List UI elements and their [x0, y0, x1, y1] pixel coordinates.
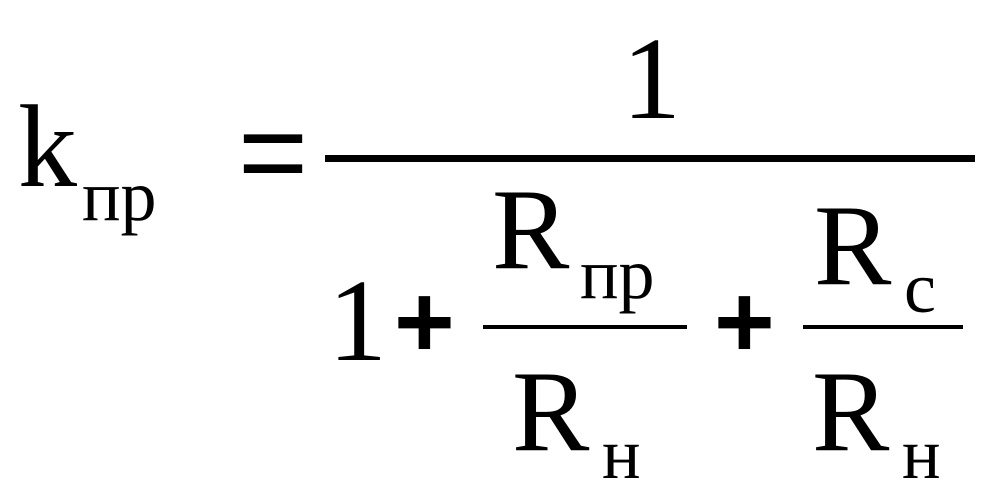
lhs-symbol: k: [18, 81, 77, 212]
fraction1-denominator-symbol: R: [512, 348, 590, 476]
fraction2-denominator-subscript: н: [902, 414, 941, 494]
fraction1-bar: [483, 325, 687, 329]
equals-sign: =: [238, 85, 309, 219]
denominator-one: 1: [328, 255, 387, 386]
main-numerator: 1: [622, 13, 681, 144]
fraction2-bar: [803, 325, 963, 329]
fraction1-numerator-subscript: пр: [580, 234, 655, 314]
fraction2-numerator-symbol: R: [814, 182, 892, 310]
plus-sign-2: +: [714, 264, 775, 380]
lhs-subscript: пр: [82, 156, 157, 236]
main-fraction-bar: [325, 155, 975, 162]
fraction1-denominator-subscript: н: [602, 414, 641, 494]
plus-sign-1: +: [394, 264, 455, 380]
fraction1-numerator-symbol: R: [492, 166, 570, 294]
fraction2-numerator-subscript: с: [904, 248, 936, 328]
fraction2-denominator-symbol: R: [812, 348, 890, 476]
